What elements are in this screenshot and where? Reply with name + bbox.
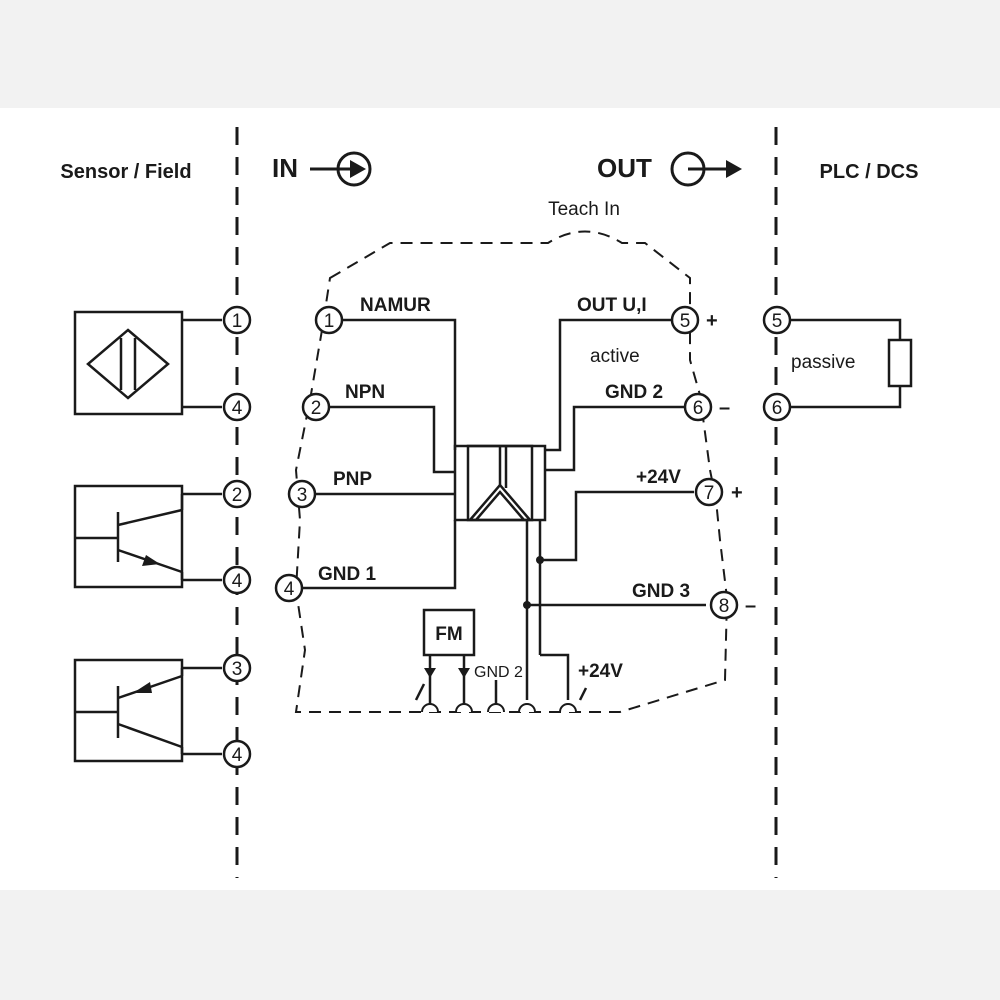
sensor-terminal: 4 xyxy=(222,739,252,769)
output-label-24v: +24V xyxy=(636,467,681,488)
svg-text:5: 5 xyxy=(680,311,691,332)
diagram-background xyxy=(0,108,1000,890)
sensor-terminal: 1 xyxy=(222,305,252,335)
svg-text:5: 5 xyxy=(772,311,783,332)
namur-sensor xyxy=(73,310,222,416)
svg-text:4: 4 xyxy=(284,579,295,600)
output-terminal-gnd2: 6 xyxy=(683,392,713,422)
teach-in-label: Teach In xyxy=(548,199,620,220)
svg-text:4: 4 xyxy=(232,398,243,419)
isolation-block xyxy=(453,444,547,522)
active-label: active xyxy=(590,346,640,367)
output-terminal-gnd3: 8 xyxy=(709,590,739,620)
header-sensor-field: Sensor / Field xyxy=(60,161,191,183)
out-arrow-icon xyxy=(670,151,742,187)
input-label-pnp: PNP xyxy=(333,469,372,490)
polarity-minus: – xyxy=(745,595,756,617)
npn-transistor-sensor xyxy=(73,484,222,589)
plc-wiring xyxy=(791,318,902,409)
input-label-npn: NPN xyxy=(345,382,385,403)
sensor-terminal: 3 xyxy=(222,653,252,683)
input-terminal-npn: 2 xyxy=(301,392,331,422)
load-resistor xyxy=(887,338,913,388)
sensor-terminal: 2 xyxy=(222,479,252,509)
svg-text:6: 6 xyxy=(693,398,704,419)
svg-text:2: 2 xyxy=(232,485,243,506)
input-wiring xyxy=(302,318,457,590)
svg-text:7: 7 xyxy=(704,483,715,504)
junction-dot xyxy=(536,556,544,564)
svg-text:FM: FM xyxy=(435,624,462,645)
junction-dot xyxy=(523,601,531,609)
input-label-gnd1: GND 1 xyxy=(318,564,377,585)
plc-terminal: 6 xyxy=(762,392,792,422)
bus-label-gnd2: GND 2 xyxy=(474,664,523,681)
input-terminal-pnp: 3 xyxy=(287,479,317,509)
sensor-terminal: 4 xyxy=(222,565,252,595)
header-plc-dcs: PLC / DCS xyxy=(820,161,919,183)
output-label-out: OUT U,I xyxy=(577,295,647,316)
svg-text:2: 2 xyxy=(311,398,322,419)
svg-text:8: 8 xyxy=(719,596,730,617)
bus-label-24v: +24V xyxy=(578,661,623,682)
output-label-gnd2: GND 2 xyxy=(605,382,663,403)
svg-text:6: 6 xyxy=(772,398,783,419)
polarity-plus: + xyxy=(731,482,743,504)
svg-text:1: 1 xyxy=(324,311,335,332)
header-in: IN xyxy=(272,153,298,183)
header-out: OUT xyxy=(597,153,652,183)
passive-label: passive xyxy=(791,352,855,373)
in-arrow-icon xyxy=(310,151,372,187)
svg-text:3: 3 xyxy=(297,485,308,506)
fm-relay: FM xyxy=(414,608,588,705)
svg-text:1: 1 xyxy=(232,311,243,332)
bus-connector-row xyxy=(421,703,577,713)
output-wiring xyxy=(524,318,706,700)
output-terminal-24v: 7 xyxy=(694,477,724,507)
output-terminal-out: 5 xyxy=(670,305,700,335)
polarity-plus: + xyxy=(706,310,718,332)
input-terminal-gnd1: 4 xyxy=(274,573,304,603)
svg-text:3: 3 xyxy=(232,659,243,680)
polarity-minus: – xyxy=(719,397,730,419)
pnp-transistor-sensor xyxy=(73,658,222,763)
output-label-gnd3: GND 3 xyxy=(632,581,690,602)
svg-text:4: 4 xyxy=(232,571,243,592)
module-housing-outline xyxy=(294,230,729,713)
plc-terminal: 5 xyxy=(762,305,792,335)
sensor-terminal: 4 xyxy=(222,392,252,422)
input-terminal-namur: 1 xyxy=(314,305,344,335)
svg-text:4: 4 xyxy=(232,745,243,766)
input-label-namur: NAMUR xyxy=(360,295,431,316)
